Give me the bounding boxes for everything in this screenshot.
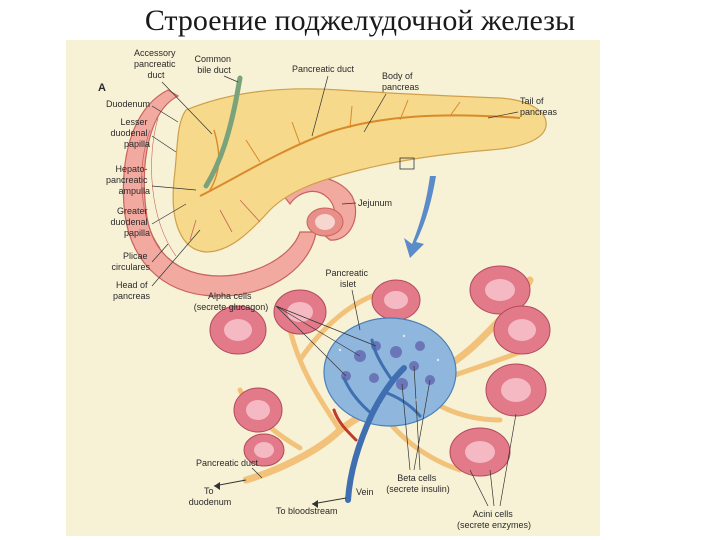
label-vein: Vein xyxy=(356,487,374,497)
detail-arrow xyxy=(404,176,436,258)
label-greater-papilla: Greater duodenal papilla xyxy=(110,206,150,238)
label-head-of-pancreas: Head of pancreas xyxy=(113,280,151,301)
label-pancreatic-duct: Pancreatic duct xyxy=(292,64,355,74)
label-pancreatic-islet: Pancreatic islet xyxy=(325,268,370,289)
label-accessory-duct: Accessory pancreatic duct xyxy=(134,48,178,80)
label-pancreatic-duct-lower: Pancreatic duct xyxy=(196,458,259,468)
label-lesser-papilla: Lesser duodenal papilla xyxy=(110,117,150,149)
label-hepatopancreatic-ampulla: Hepato- pancreatic ampulla xyxy=(106,164,150,196)
label-body-of-pancreas: Body of pancreas xyxy=(382,71,420,92)
label-plicae-circulares: Plicae circulares xyxy=(111,251,150,272)
panel-letter: A xyxy=(98,82,106,94)
label-jejunum: Jejunum xyxy=(358,198,392,208)
label-acini-cells: Acini cells (secrete enzymes) xyxy=(457,509,531,530)
label-beta-cells: Beta cells (secrete insulin) xyxy=(386,473,450,494)
pancreatic-islet xyxy=(324,318,456,426)
label-tail-of-pancreas: Tail of pancreas xyxy=(520,96,558,117)
label-common-bile-duct: Common bile duct xyxy=(194,54,233,75)
pancreas-gland-shape xyxy=(173,89,546,252)
label-duodenum: Duodenum xyxy=(106,99,150,109)
label-to-duodenum: To duodenum xyxy=(189,486,232,507)
label-to-bloodstream: To bloodstream xyxy=(276,506,338,516)
